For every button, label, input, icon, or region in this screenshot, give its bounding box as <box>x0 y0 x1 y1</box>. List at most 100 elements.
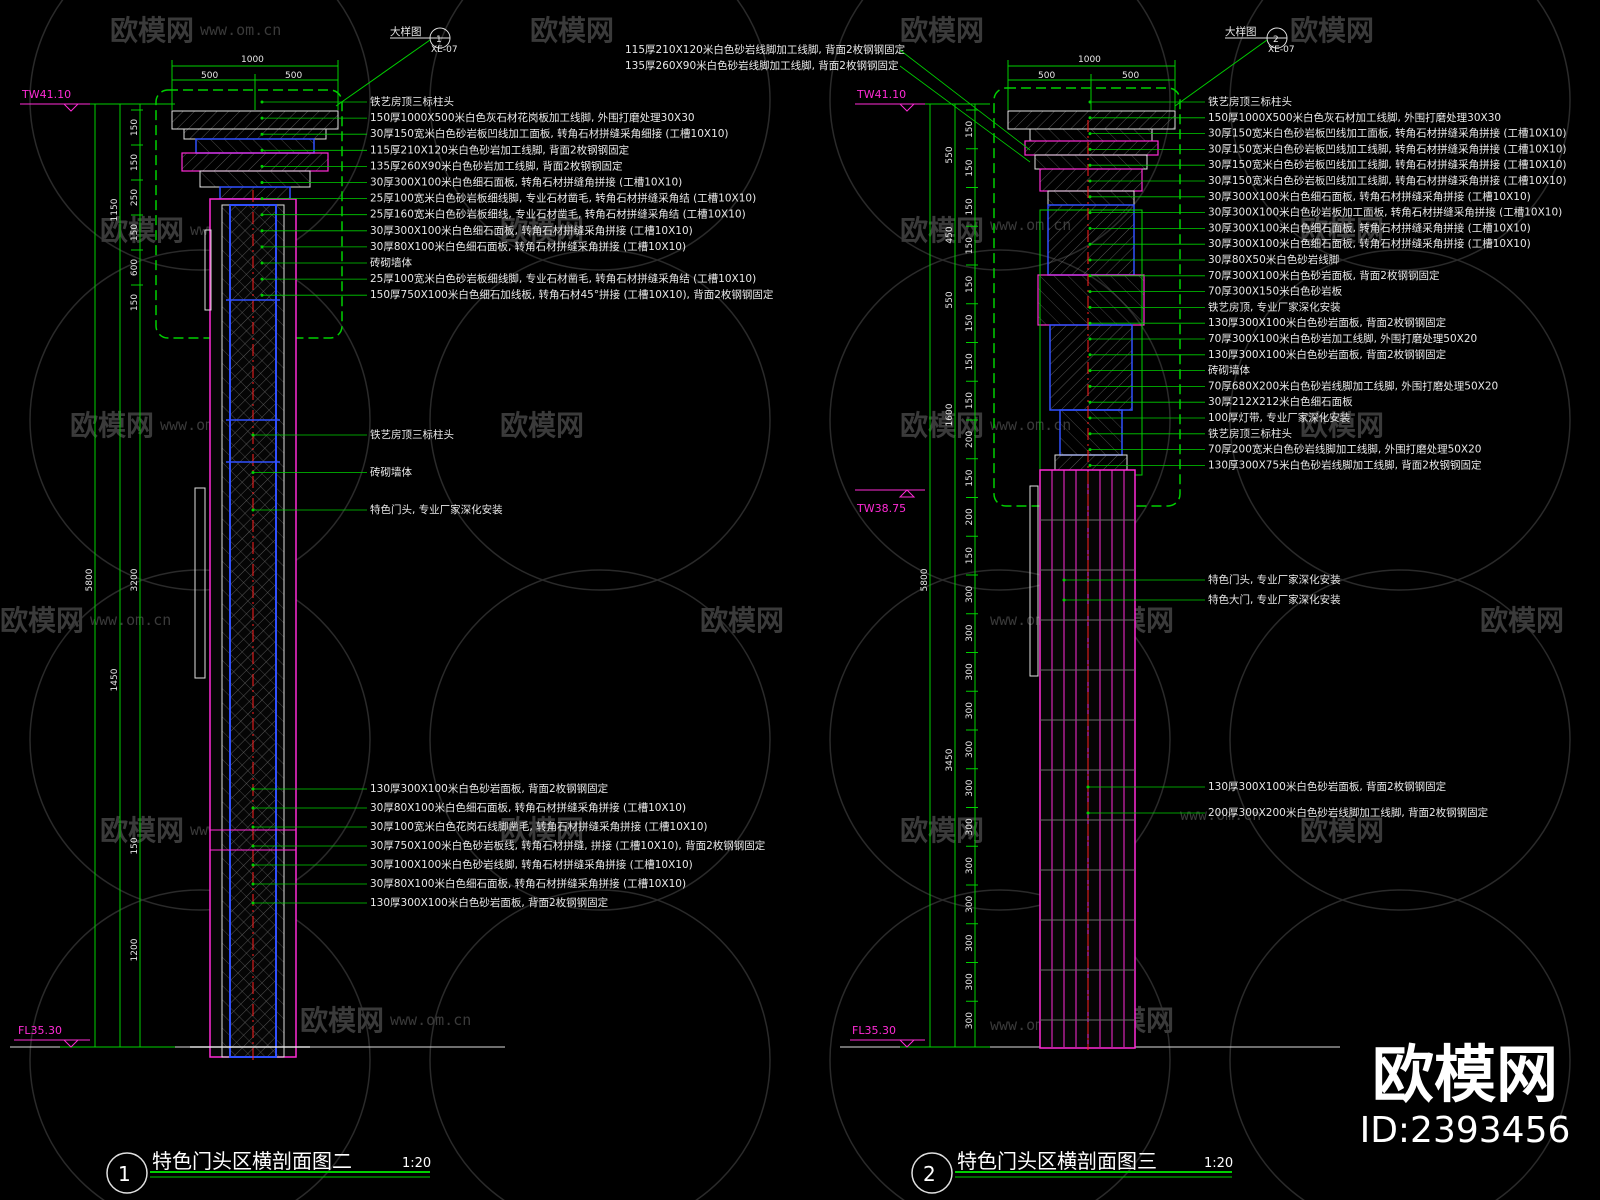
section-title: 特色门头区横剖面图二 <box>152 1149 352 1173</box>
dimension-label: 150 <box>965 547 975 564</box>
leader-dot <box>1088 179 1092 183</box>
annotation-text: 115厚210X120米白色砂岩线脚加工线脚, 背面2枚钢钢固定 <box>625 43 906 56</box>
annotation-text: 130厚300X100米白色砂岩面板, 背面2枚钢钢固定 <box>1208 348 1447 361</box>
watermark-url: www.om.cn <box>990 416 1071 434</box>
leader-dot <box>1088 305 1092 309</box>
level-mid: TW38.75 <box>856 502 906 515</box>
leader-dot <box>1088 400 1092 404</box>
watermark-logo: 欧模网 <box>1300 814 1384 847</box>
annotation-text: 铁艺房顶三标柱头 <box>370 95 454 108</box>
level-bottom: FL35.30 <box>852 1024 896 1037</box>
annotation-text: 135厚260X90米白色砂岩线脚加工线脚, 背面2枚钢钢固定 <box>625 59 899 72</box>
leader-dot <box>1062 598 1066 602</box>
leader-dot <box>1088 353 1092 357</box>
dimension-label: 150 <box>130 294 140 311</box>
leader-dot <box>1088 274 1092 278</box>
watermark-logo: 欧模网 <box>500 814 584 847</box>
dimension-label: 150 <box>130 154 140 171</box>
leader-line <box>899 65 1031 163</box>
leader-dot <box>1088 211 1092 215</box>
dimension-total: 5800 <box>85 568 95 591</box>
annotation-text: 150厚1000X500米白色灰石材加工线脚, 外围打磨处理30X30 <box>1208 111 1501 124</box>
watermark-logo: 欧模网 <box>300 1004 384 1037</box>
watermark-logo: 欧模网 <box>900 14 984 47</box>
leader-dot <box>260 100 264 104</box>
leader-dot <box>260 293 264 297</box>
leader-dot <box>1086 785 1090 789</box>
dimension-total: 550 <box>945 291 955 308</box>
dimension-label: 300 <box>965 896 975 913</box>
watermark-url: www.om.cn <box>90 611 171 629</box>
annotation-text: 30厚100宽米白色花岗石线脚凿毛, 转角石材拼缝采角拼接 (工槽10X10) <box>370 820 708 833</box>
callout-sheet: XE-07 <box>431 45 458 55</box>
annotation-text: 130厚300X75米白色砂岩线脚加工线脚, 背面2枚钢钢固定 <box>1208 458 1482 471</box>
watermark-logo: 欧模网 <box>100 214 184 247</box>
dim-left: 500 <box>1038 71 1055 81</box>
dimension-label: 200 <box>965 508 975 525</box>
annotation-text: 铁艺房顶三标柱头 <box>1208 427 1292 440</box>
dimension-label: 150 <box>965 353 975 370</box>
watermark-logo: 欧模网 <box>100 814 184 847</box>
callout-label: 大样图 <box>390 25 422 38</box>
annotation-text: 70厚300X150米白色砂岩板 <box>1208 285 1343 298</box>
watermark-logo: 欧模网 <box>1300 409 1384 442</box>
annotation-text: 砖砌墙体 <box>370 256 412 269</box>
section-title: 特色门头区横剖面图三 <box>957 1149 1157 1173</box>
annotation-text: 铁艺房顶, 专业厂家深化安装 <box>1208 300 1341 313</box>
section-2-geometry <box>840 27 1340 1194</box>
dim-left: 500 <box>201 71 218 81</box>
watermark-logo: 欧模网 <box>1300 214 1384 247</box>
annotation-text: 135厚260X90米白色砂岩加工线脚, 背面2枚钢钢固定 <box>370 159 623 172</box>
leader-dot <box>1088 163 1092 167</box>
dimension-total: 1450 <box>110 668 120 691</box>
leader-dot <box>260 229 264 233</box>
leader-dot <box>251 806 255 810</box>
annotation-text: 30厚80X100米白色细石面板, 转角石材拼缝采角拼接 (工槽10X10) <box>370 877 686 890</box>
watermark-logo: 欧模网 <box>900 214 984 247</box>
annotation-text: 30厚100X100米白色砂岩线脚, 转角石材拼缝采角拼接 (工槽10X10) <box>370 858 693 871</box>
callout-sheet: XE-07 <box>1268 45 1295 55</box>
leader-dot <box>251 508 255 512</box>
watermark-url: www.om.cn <box>200 21 281 39</box>
leader-dot <box>1088 369 1092 373</box>
annotation-text: 30厚300X100米白色细石面板, 转角石材拼缝采角拼接 (工槽10X10) <box>370 224 693 237</box>
annotation-text: 130厚300X100米白色砂岩面板, 背面2枚钢钢固定 <box>370 896 609 909</box>
annotation-text: 150厚750X100米白色细石加线板, 转角石材45°拼接 (工槽10X10)… <box>370 288 774 301</box>
annotation-text: 70厚300X100米白色砂岩面板, 背面2枚钢钢固定 <box>1208 269 1440 282</box>
leader-dot <box>260 261 264 265</box>
annotation-text: 30厚750X100米白色砂岩板线, 转角石材拼缝, 拼接 (工槽10X10),… <box>370 839 766 852</box>
leader-dot <box>260 132 264 136</box>
dimension-total: 1200 <box>130 938 140 961</box>
watermark-url: www.om.cn <box>1180 806 1261 824</box>
dim-overall: 1000 <box>241 55 264 65</box>
watermark-logo: 欧模网 <box>1290 14 1374 47</box>
annotation-text: 130厚300X100米白色砂岩面板, 背面2枚钢钢固定 <box>1208 780 1447 793</box>
dimension-label: 600 <box>130 259 140 276</box>
dimension-total: 5800 <box>920 568 930 591</box>
annotation-text: 115厚210X120米白色砂岩加工线脚, 背面2枚钢钢固定 <box>370 143 630 156</box>
leader-dot <box>1088 100 1092 104</box>
annotation-text: 特色大门, 专业厂家深化安装 <box>1208 593 1341 606</box>
dimension-label: 150 <box>965 159 975 176</box>
annotation-text: 30厚80X50米白色砂岩线脚 <box>1208 253 1339 266</box>
annotation-text: 30厚80X100米白色细石面板, 转角石材拼缝采角拼接 (工槽10X10) <box>370 801 686 814</box>
callout-label: 大样图 <box>1225 25 1257 38</box>
annotation-text: 30厚150宽米白色砂岩板凹线加工面板, 转角石材拼缝采角拼接 (工槽10X10… <box>1208 127 1567 140</box>
section-2-labels: 大样图 2 XE-07 TW41.10 TW38.75 FL35.30 1000… <box>852 25 1295 1186</box>
annotation-text: 砖砌墙体 <box>1208 364 1250 377</box>
leader-dot <box>260 213 264 217</box>
annotation-text: 70厚680X200米白色砂岩线脚加工线脚, 外围打磨处理50X20 <box>1208 379 1498 392</box>
dimension-label: 250 <box>130 189 140 206</box>
annotation-text: 30厚300X100米白色细石面板, 转角石材拼缝采角拼接 (工槽10X10) <box>1208 237 1531 250</box>
level-top: TW41.10 <box>21 88 71 101</box>
annotation-text: 100厚灯带, 专业厂家深化安装 <box>1208 411 1351 424</box>
dimension-total: 3200 <box>130 568 140 591</box>
brand-id: ID:2393456 <box>1359 1110 1571 1151</box>
leader-dot <box>1088 432 1092 436</box>
callout-number: 1 <box>436 35 442 45</box>
dimension-label: 150 <box>965 469 975 486</box>
section-number: 2 <box>923 1162 936 1186</box>
leader-dot <box>251 863 255 867</box>
